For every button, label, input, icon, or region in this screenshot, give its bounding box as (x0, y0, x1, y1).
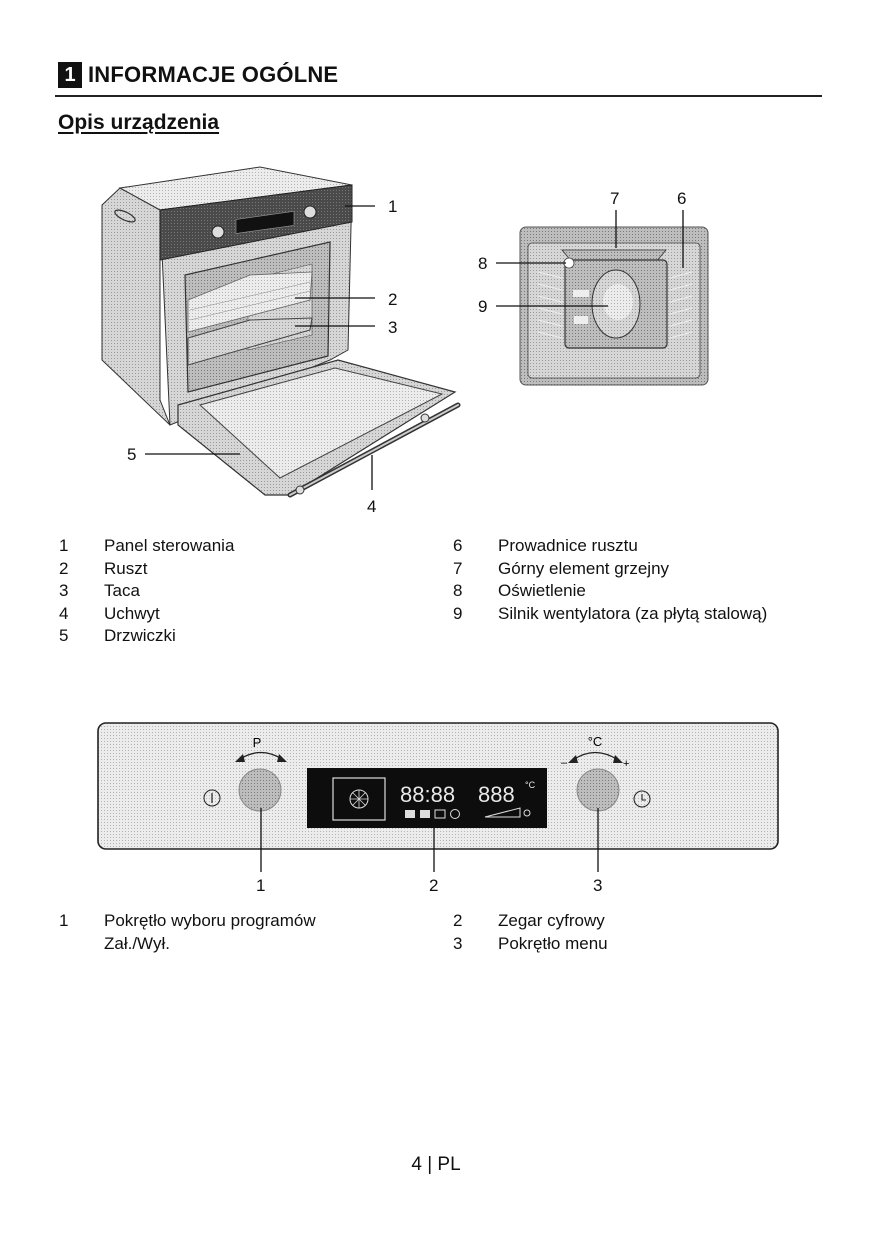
menu-knob-plus: + (623, 758, 629, 770)
language-code: PL (437, 1154, 461, 1175)
fan-motor-area (603, 284, 633, 320)
oven-rack (187, 271, 313, 333)
oven-display (235, 210, 295, 234)
left-rack-guides (537, 271, 563, 339)
callout-4: 4 (367, 497, 377, 516)
section-number-badge: 1 (58, 62, 82, 88)
callout-2: 2 (388, 290, 398, 309)
oven-tray (187, 317, 313, 366)
display-temp-digits: 888 (478, 782, 515, 807)
program-knob-label: P (253, 735, 262, 750)
callout-5: 5 (127, 445, 137, 464)
menu-knob-minus: – (561, 757, 568, 769)
callout-8: 8 (478, 254, 488, 273)
oven-door-glass (198, 367, 444, 479)
page-subtitle: Opis urządzenia (58, 111, 220, 134)
display-oven-icon (332, 777, 386, 821)
panel-callout-2: 2 (429, 876, 439, 895)
callout-7: 7 (610, 189, 620, 208)
oven-knob-left (211, 225, 225, 239)
menu-knob-label: °C (588, 734, 603, 749)
legend-item-continuation: Zał./Wył. (104, 933, 170, 953)
display-mode-icons (405, 809, 460, 819)
section-header: 1 INFORMACJE OGÓLNE (58, 61, 338, 89)
display-clock-digits: 88:88 (400, 782, 455, 807)
right-rack-guides (669, 271, 693, 339)
callout-6: 6 (677, 189, 687, 208)
oven-side-handle-slot (114, 209, 136, 223)
panel-callout-3: 3 (593, 876, 603, 895)
panel-callout-1: 1 (256, 876, 266, 895)
display-temp-unit: °C (525, 780, 536, 790)
section-title: INFORMACJE OGÓLNE (88, 62, 339, 87)
callout-3: 3 (388, 318, 398, 337)
header-divider (55, 95, 822, 97)
clock-icon (633, 790, 651, 808)
program-knob (235, 751, 287, 812)
control-panel-illustration: P 88:88 888 °C °C – + (97, 722, 779, 872)
callout-9: 9 (478, 297, 488, 316)
oven-interior-illustration (496, 210, 709, 386)
power-icon (203, 789, 221, 807)
oven-knob-right (303, 205, 317, 219)
digital-clock-display (307, 768, 547, 828)
page-footer: 4 | PL (0, 1154, 872, 1176)
display-power-level-icon (484, 807, 531, 818)
oven-perspective-illustration (101, 166, 461, 498)
callout-1: 1 (388, 197, 398, 216)
page-number: 4 (411, 1154, 422, 1175)
footer-separator: | (427, 1154, 433, 1175)
